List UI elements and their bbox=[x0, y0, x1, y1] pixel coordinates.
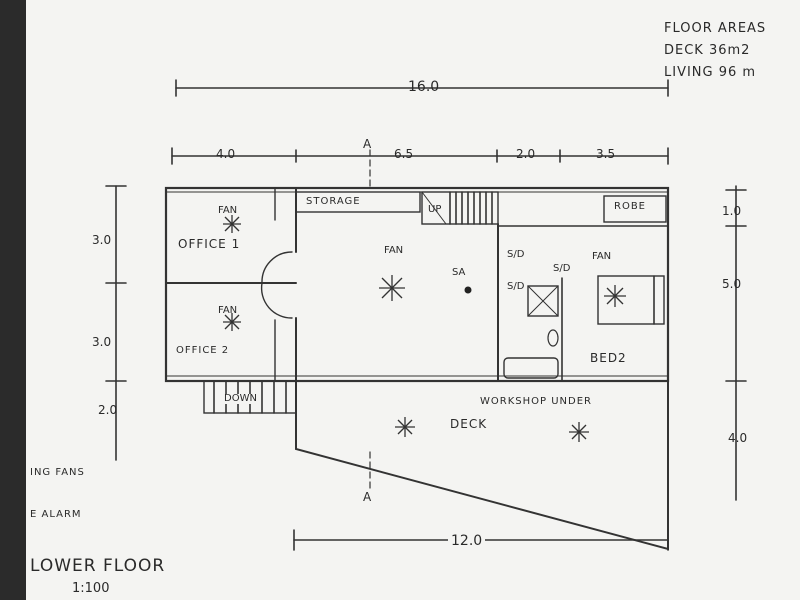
section-marker-bottom: A bbox=[363, 490, 372, 504]
living-area: LIVING 96 m bbox=[664, 65, 757, 80]
section-marker-top: A bbox=[363, 137, 372, 151]
smoke-alarm-symbol bbox=[464, 286, 472, 294]
legend-fans: ING FANS bbox=[30, 467, 85, 478]
deck-label: DECK bbox=[450, 417, 488, 431]
deck-width-label: 12.0 bbox=[448, 534, 486, 548]
robe-label: ROBE bbox=[614, 201, 646, 212]
storage-label: STORAGE bbox=[306, 196, 361, 207]
office-2-label: OFFICE 2 bbox=[176, 345, 230, 356]
smoke-alarm-label: SA bbox=[452, 267, 466, 278]
smoke-detector-1: S/D bbox=[507, 249, 525, 260]
overall-width-label: 16.0 bbox=[408, 79, 440, 95]
stairs-down-label: DOWN bbox=[224, 393, 257, 404]
workshop-label: WORKSHOP UNDER bbox=[480, 396, 592, 407]
legend-alarm: E ALARM bbox=[30, 509, 82, 520]
smoke-detector-3: S/D bbox=[507, 281, 525, 292]
office-1-label: OFFICE 1 bbox=[178, 237, 241, 251]
deck-area: DECK 36m2 bbox=[664, 43, 751, 58]
height-bedroom: 5.0 bbox=[722, 277, 742, 291]
dim-segment-4: 3.5 bbox=[596, 147, 616, 161]
height-deck: 4.0 bbox=[728, 431, 748, 445]
drawing-scale: 1:100 bbox=[72, 581, 110, 596]
bed2-label: BED2 bbox=[590, 351, 627, 365]
drawing-title: LOWER FLOOR bbox=[30, 556, 166, 576]
floor-areas-title: FLOOR AREAS bbox=[664, 21, 767, 36]
stairs-up-label: UP bbox=[428, 204, 442, 215]
paper-sheet bbox=[26, 0, 800, 600]
smoke-detector-2: S/D bbox=[553, 263, 571, 274]
dim-segment-3: 2.0 bbox=[516, 147, 536, 161]
dim-segment-2: 6.5 bbox=[394, 147, 414, 161]
fan-label-office-2: FAN bbox=[218, 305, 238, 316]
height-office-2: 3.0 bbox=[92, 335, 112, 349]
height-office-1: 3.0 bbox=[92, 233, 112, 247]
height-robe: 1.0 bbox=[722, 204, 742, 218]
fan-label-office-1: FAN bbox=[218, 205, 238, 216]
fan-label-living: FAN bbox=[384, 245, 404, 256]
fan-label-bedroom: FAN bbox=[592, 251, 612, 262]
height-stairs: 2.0 bbox=[98, 403, 118, 417]
dim-segment-1: 4.0 bbox=[216, 147, 236, 161]
